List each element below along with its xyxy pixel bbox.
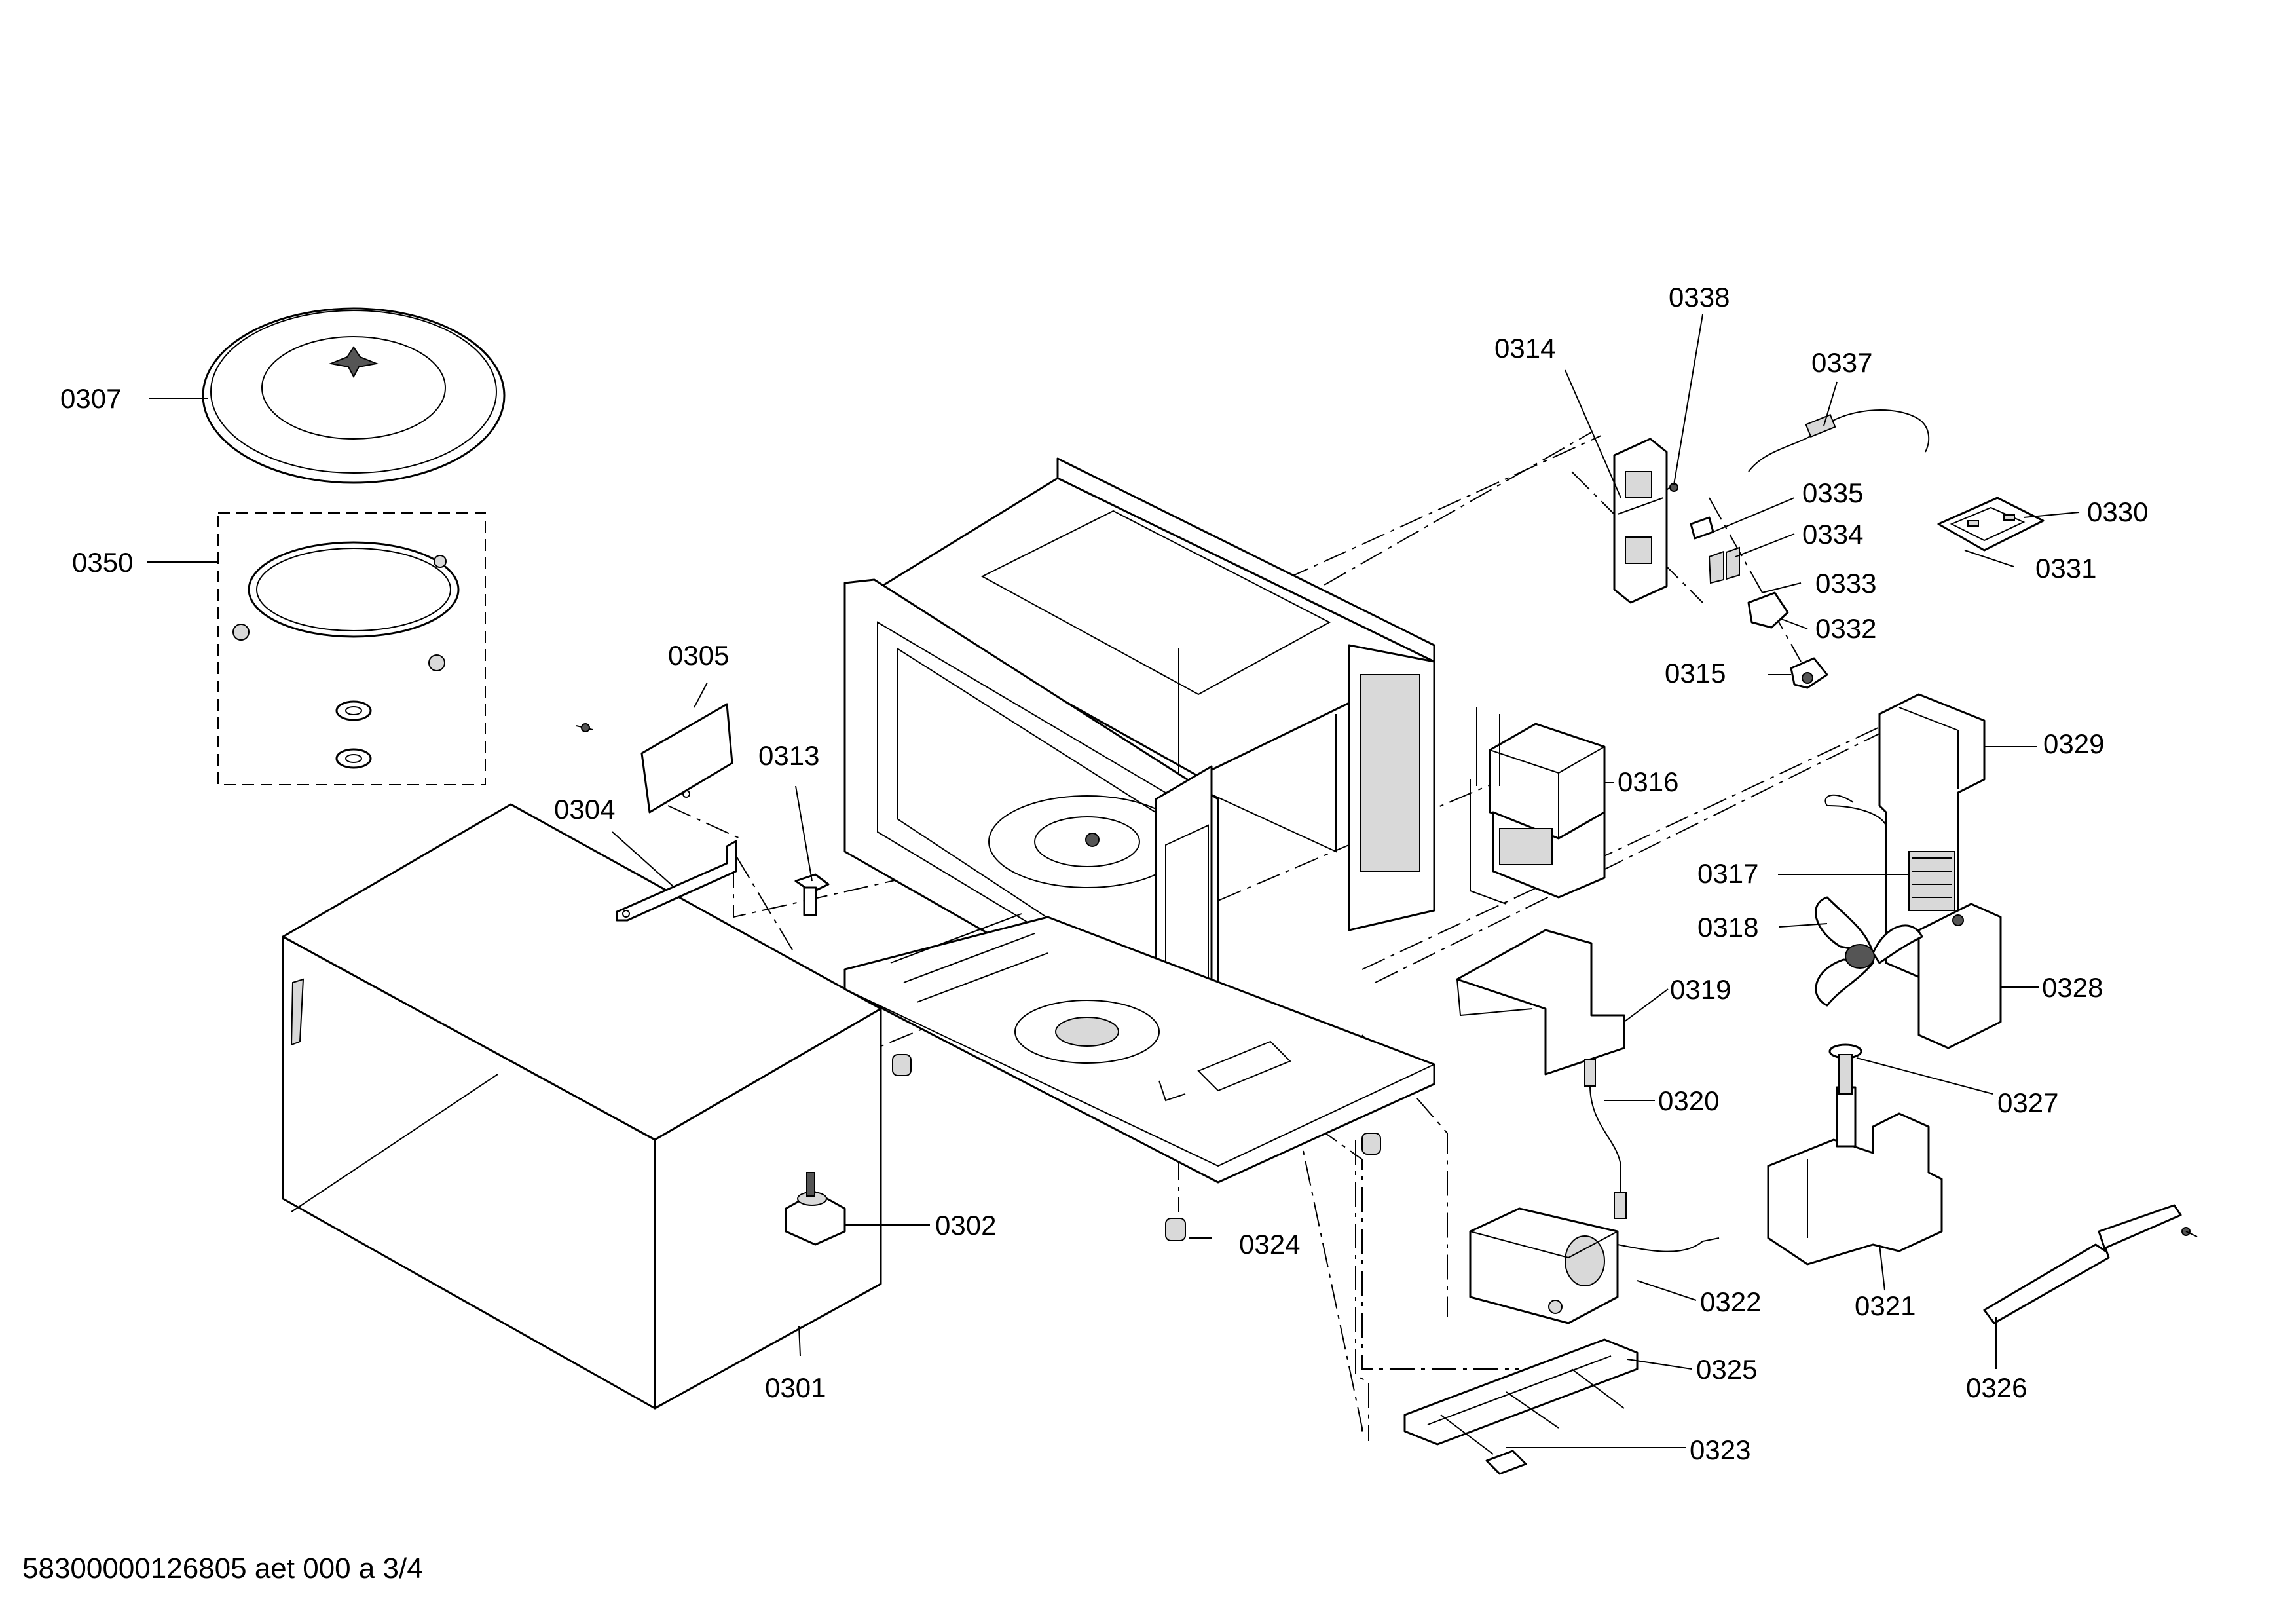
transformer-0322 <box>1469 1207 1720 1324</box>
callout-0322: 0322 <box>1700 1286 1761 1317</box>
callout-0325: 0325 <box>1696 1354 1757 1385</box>
callout-0333: 0333 <box>1815 568 1876 599</box>
outer-case-0301 <box>282 803 882 1410</box>
callout-0321: 0321 <box>1855 1290 1916 1321</box>
callout-0319: 0319 <box>1670 974 1731 1005</box>
document-id-footer: 58300000126805 aet 000 a 3/4 <box>22 1552 423 1585</box>
callout-0328: 0328 <box>2042 972 2103 1003</box>
waveguide-cover-0305 <box>576 703 733 814</box>
callout-0338: 0338 <box>1669 282 1730 312</box>
callout-0326: 0326 <box>1966 1372 2027 1403</box>
callout-0301: 0301 <box>765 1372 826 1403</box>
callout-0330: 0330 <box>2087 497 2148 527</box>
screw-0338 <box>1666 483 1678 492</box>
callout-0305: 0305 <box>668 640 729 671</box>
oven-cavity <box>843 457 1435 1184</box>
bracket-0304 <box>616 840 737 922</box>
rail-0326 <box>1983 1204 2198 1324</box>
fan-housing-0321 <box>1767 1043 1943 1266</box>
turntable-plate-0307 <box>202 307 506 484</box>
air-duct-0329 <box>1824 693 2002 1049</box>
callout-0302: 0302 <box>935 1210 996 1241</box>
callout-0331: 0331 <box>2035 553 2096 584</box>
callout-0320: 0320 <box>1658 1085 1719 1116</box>
callout-0316: 0316 <box>1618 766 1678 797</box>
callout-0323: 0323 <box>1690 1435 1750 1465</box>
magnetron-0316 <box>1470 707 1606 905</box>
callout-0307: 0307 <box>60 383 121 414</box>
shield-0319 <box>1456 929 1625 1076</box>
power-cord-0337 <box>1748 409 1930 472</box>
leader-lines <box>147 314 2080 1448</box>
fan-blade-0318 <box>1815 896 1923 1007</box>
callout-0315: 0315 <box>1665 658 1726 688</box>
callout-0317: 0317 <box>1697 858 1758 889</box>
callout-0334: 0334 <box>1802 519 1863 550</box>
callout-0304: 0304 <box>554 794 615 825</box>
callout-0324: 0324 <box>1239 1229 1300 1260</box>
roller-ring-0350 <box>217 512 486 785</box>
callout-0332: 0332 <box>1815 613 1876 644</box>
fan-motor-0317 <box>1908 851 1964 926</box>
wire-0320 <box>1584 1059 1627 1219</box>
turntable-motor-0302 <box>785 1172 846 1246</box>
switch-holder-0314 <box>1613 438 1668 604</box>
callout-0318: 0318 <box>1697 912 1758 943</box>
callout-0337: 0337 <box>1811 347 1872 378</box>
callout-0327: 0327 <box>1997 1087 2058 1118</box>
callout-labels: 0307 0350 0305 0304 0313 0302 0301 0324 … <box>60 282 2148 1465</box>
callout-0313: 0313 <box>758 740 819 771</box>
pcb-0330 <box>1937 497 2045 552</box>
callout-0329: 0329 <box>2043 728 2104 759</box>
callout-0314: 0314 <box>1494 333 1555 364</box>
base-tray-0323 <box>1403 1338 1639 1475</box>
callout-0335: 0335 <box>1802 478 1863 508</box>
callout-0350: 0350 <box>72 547 133 578</box>
coupler-0313 <box>794 873 830 916</box>
feet-0324 <box>892 1054 1381 1241</box>
